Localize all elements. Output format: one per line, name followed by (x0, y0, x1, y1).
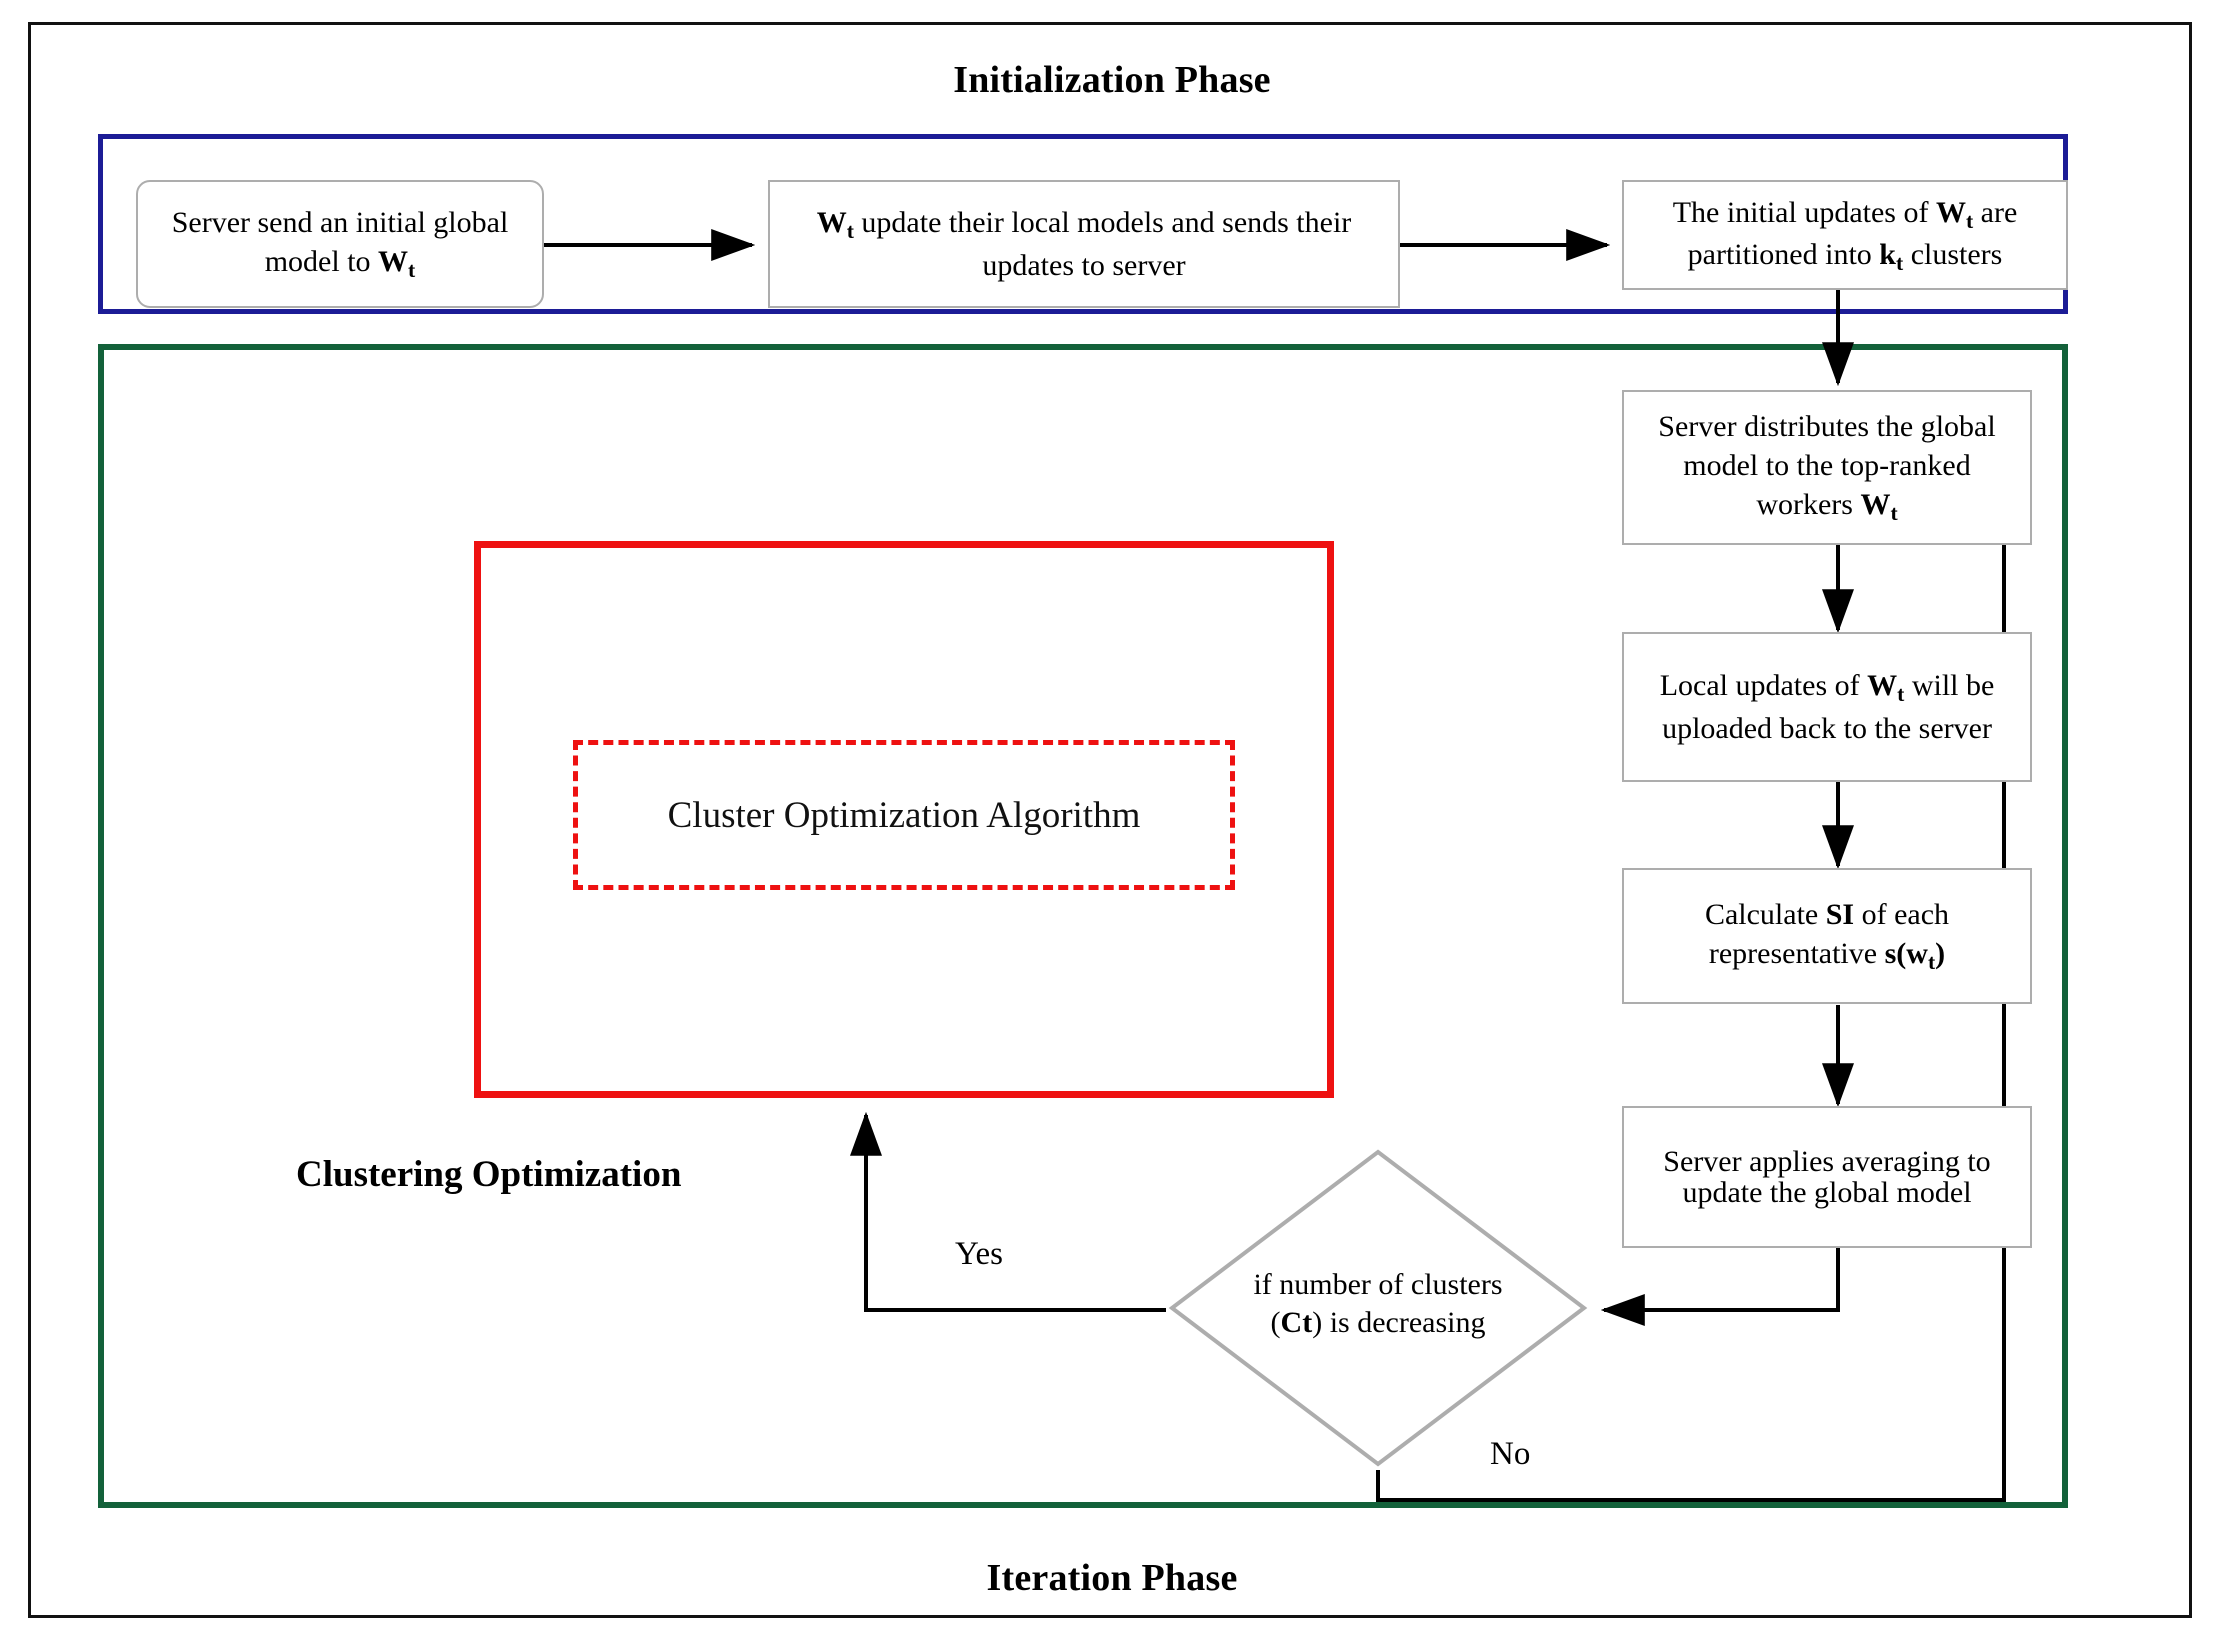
clustering-optimization-region[interactable] (474, 541, 1334, 1098)
decision-clusters[interactable]: if number of clusters (Ct) is decreasing (1168, 1148, 1588, 1468)
cluster-optimization-algorithm-label: Cluster Optimization Algorithm (667, 794, 1141, 836)
node-line-2: update the global model (1682, 1176, 1972, 1209)
node-iter-server-average[interactable]: Server applies averaging to update the g… (1622, 1106, 2032, 1248)
node-line-1: Server send an initial global (171, 206, 509, 240)
clustering-optimization-label: Clustering Optimization (296, 1154, 682, 1195)
node-init-update-local-text: Wt update their local models and sends t… (816, 206, 1352, 282)
outer-frame (28, 22, 2192, 1618)
node-init-server-send-text: Server send an initial global model to W… (171, 206, 509, 283)
node-init-update-local[interactable]: Wt update their local models and sends t… (768, 180, 1400, 308)
edge-label-yes: Yes (955, 1236, 1004, 1272)
node-iter-server-average-text: Server applies averaging to update the g… (1663, 1144, 1991, 1209)
node-iter-distribute-global[interactable]: Server distributes the global model to t… (1622, 390, 2032, 545)
decision-clusters-label: if number of clusters (Ct) is decreasing (1253, 1268, 1503, 1339)
iteration-phase-title: Iteration Phase (986, 1557, 1238, 1599)
node-iter-calculate-si[interactable]: Calculate SI of each representative s(wt… (1622, 868, 2032, 1004)
node-init-partition-clusters-text: The initial updates of Wt are partitione… (1672, 195, 2018, 276)
iteration-phase-group (98, 344, 2068, 1508)
diamond-shape-icon (1168, 1149, 1588, 1467)
decision-line-1: if number of clusters (1253, 1268, 1503, 1301)
edge-label-no: No (1490, 1436, 1531, 1472)
node-iter-calculate-si-text: Calculate SI of each representative s(wt… (1704, 898, 1950, 975)
cluster-optimization-algorithm-box[interactable]: Cluster Optimization Algorithm (573, 740, 1235, 890)
node-init-partition-clusters[interactable]: The initial updates of Wt are partitione… (1622, 180, 2068, 290)
initialization-phase-title: Initialization Phase (953, 59, 1271, 101)
node-iter-distribute-global-text: Server distributes the global model to t… (1658, 410, 1996, 526)
node-init-server-send[interactable]: Server send an initial global model to W… (136, 180, 544, 308)
node-line-1: Server applies averaging to (1663, 1144, 1991, 1178)
node-iter-local-upload[interactable]: Local updates of Wt will be uploaded bac… (1622, 632, 2032, 782)
node-iter-local-upload-text: Local updates of Wt will be uploaded bac… (1659, 669, 1995, 745)
